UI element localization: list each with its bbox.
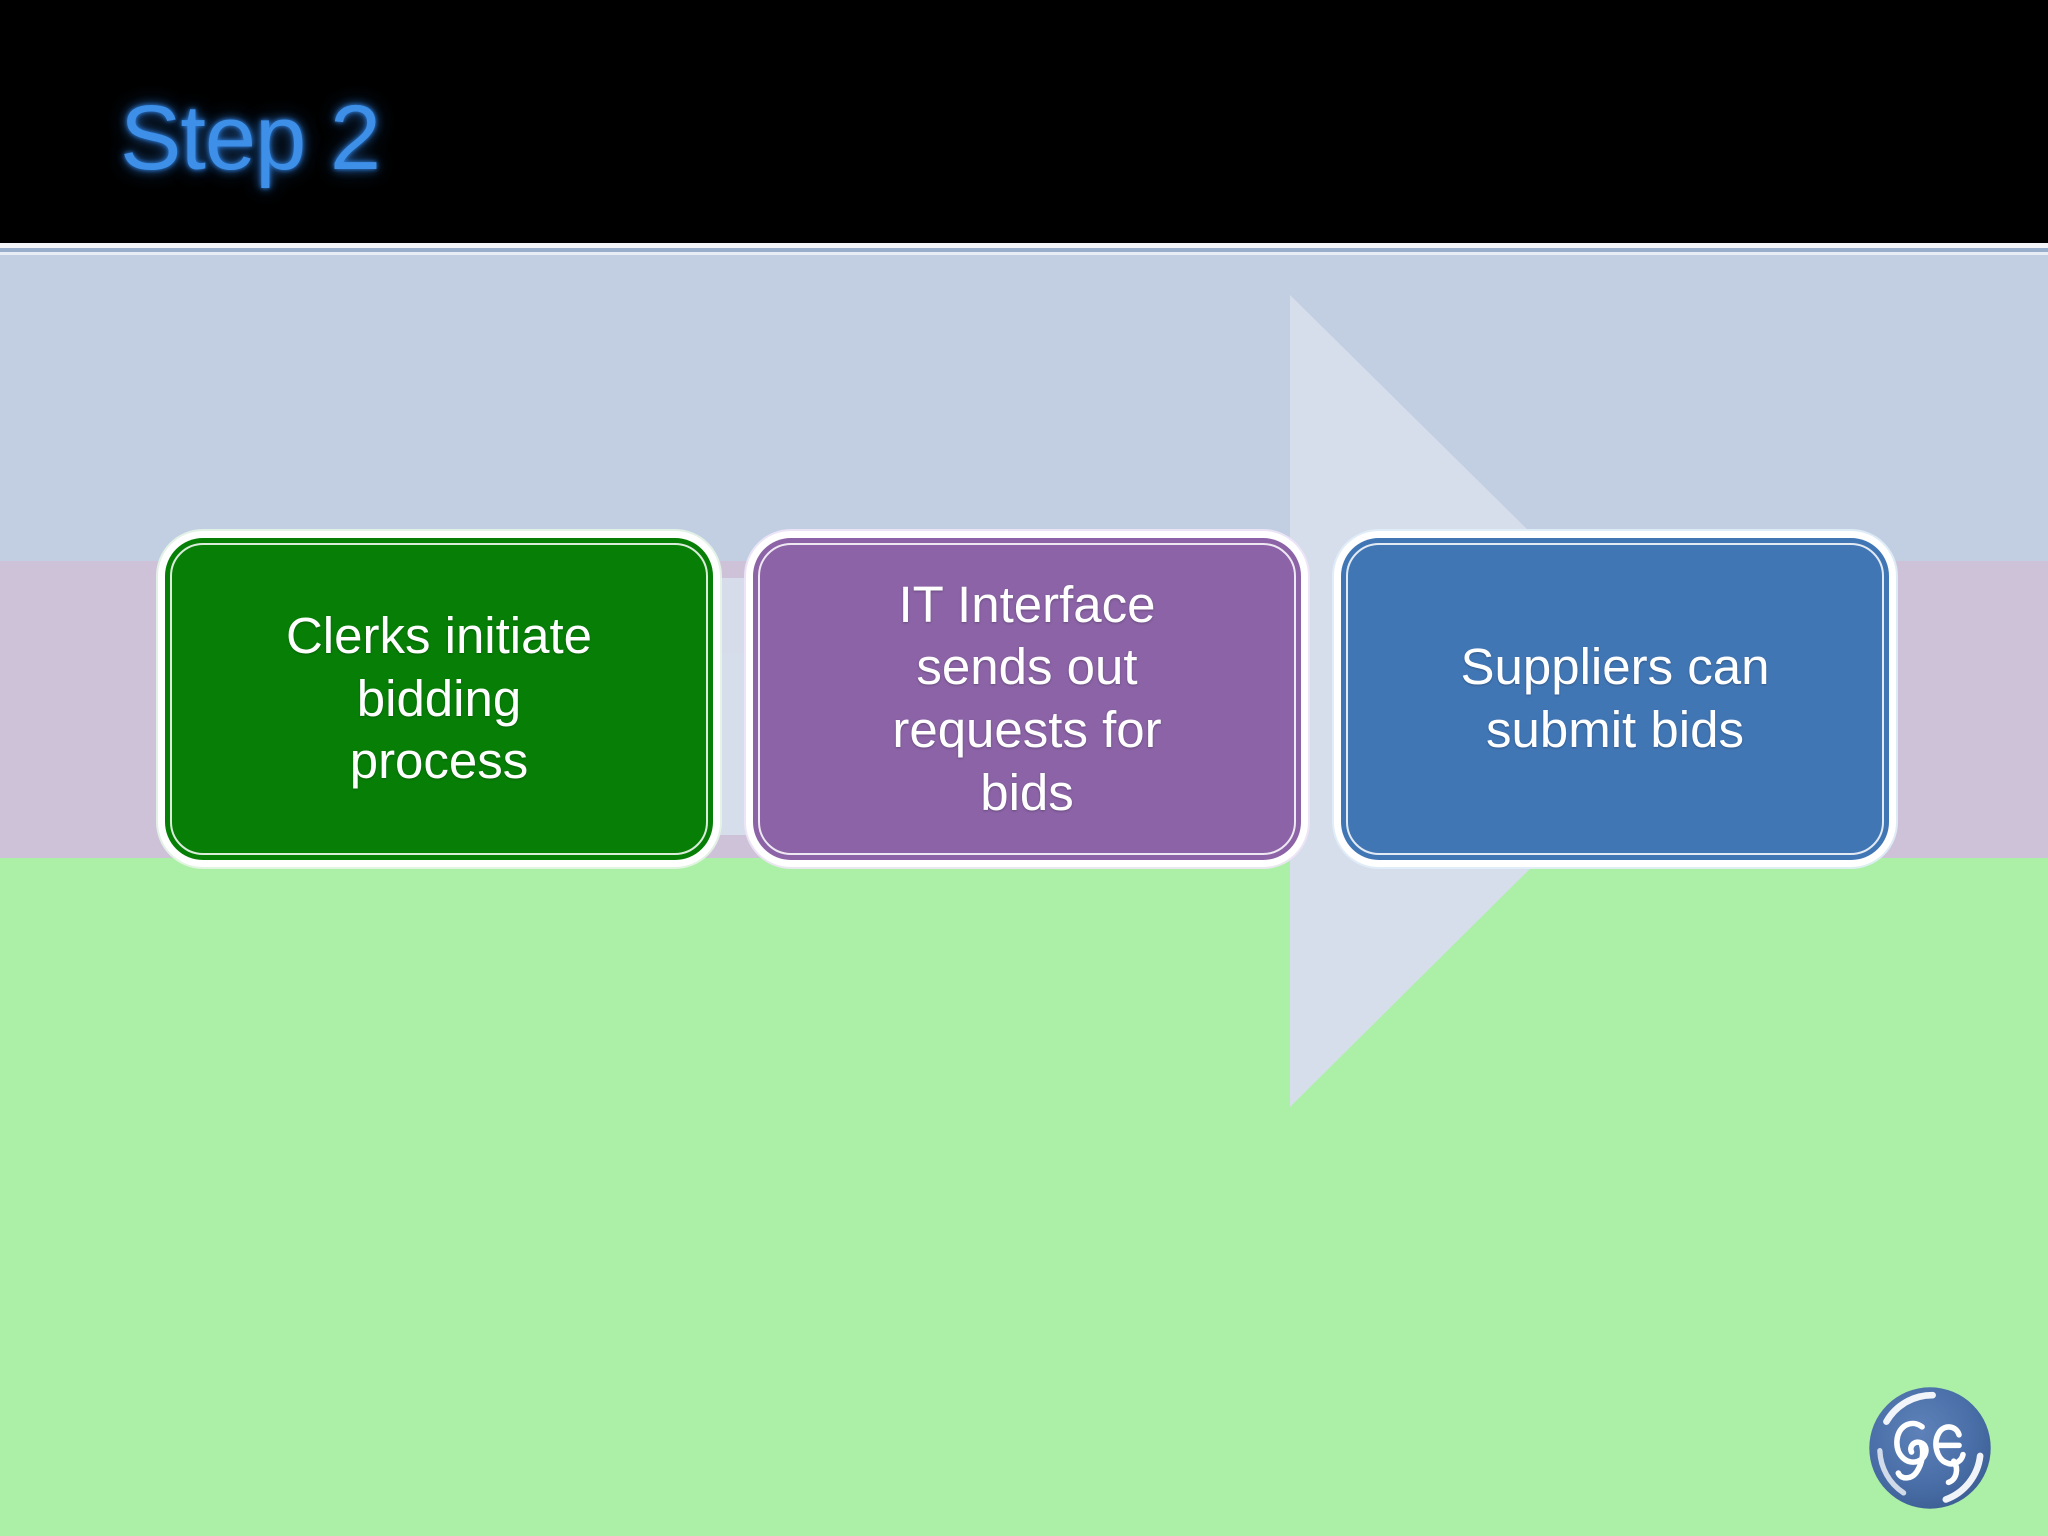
ge-logo-icon <box>1869 1387 1991 1509</box>
title-separator-rule <box>0 248 2048 252</box>
title-separator-lower <box>0 252 2048 255</box>
background-band-upper-blue <box>0 255 2048 561</box>
page-title: Step 2 <box>120 87 381 189</box>
background-band-lower-green <box>0 858 2048 1536</box>
process-step-it-interface[interactable]: IT Interface sends out requests for bids <box>753 538 1301 860</box>
title-separator-upper <box>0 243 2048 248</box>
process-step-clerks[interactable]: Clerks initiate bidding process <box>165 538 713 860</box>
title-band <box>0 0 2048 243</box>
process-flow: Clerks initiate bidding process IT Inter… <box>0 538 2048 860</box>
process-step-label: IT Interface sends out requests for bids <box>892 575 1162 821</box>
process-step-suppliers[interactable]: Suppliers can submit bids <box>1341 538 1889 860</box>
process-step-label: Suppliers can submit bids <box>1460 638 1770 758</box>
process-step-label: Clerks initiate bidding process <box>285 606 593 790</box>
